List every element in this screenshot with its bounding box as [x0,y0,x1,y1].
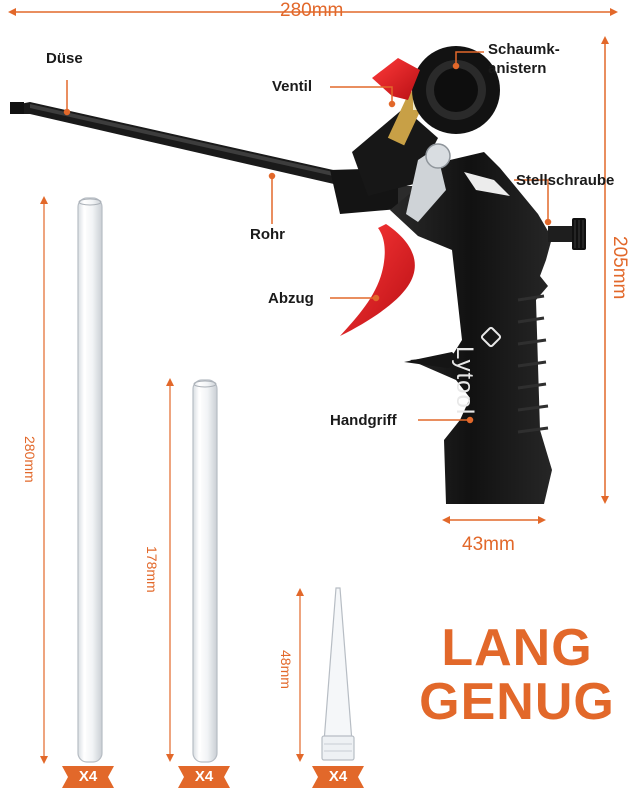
dimension-line-height [601,36,609,504]
badge-nozzle: X4 [310,766,366,788]
label-gun-height: 205mm [609,236,630,300]
dimension-line-nozzle [296,588,304,762]
label-abzug: Abzug [268,290,314,307]
badge-nozzle-text: X4 [328,768,348,785]
label-ventil: Ventil [272,78,313,95]
label-schaumkanister: Schaumk- anistern [488,41,560,77]
badge-tube-long: X4 [60,766,116,788]
brand-logo-text: Lytool [451,346,478,416]
label-handle-width: 43mm [462,534,515,555]
label-handgriff: Handgriff [330,412,397,429]
leader-lines [63,51,552,424]
dimension-line-length [8,8,618,16]
dimension-line-tube-long [40,196,48,764]
badge-tube-long-text: X4 [78,768,98,785]
dimension-line-handle [442,516,546,524]
nozzle-tip [321,587,355,761]
foam-gun [10,46,586,504]
extension-tube-long [77,197,103,763]
label-gun-length: 280mm [280,0,344,21]
badge-shape-long [62,766,114,788]
badge-tube-short-text: X4 [194,768,214,785]
badge-tube-short: X4 [176,766,232,788]
headline-line-2: GENUG [419,673,615,731]
label-tube-long: 280mm [22,436,38,483]
extension-tube-short [192,379,218,763]
label-stellschraube: Stellschraube [516,172,615,189]
label-duese: Düse [46,50,83,67]
headline-line-1: LANG [441,619,593,677]
label-tube-short: 178mm [144,546,160,593]
badge-shape-nozzle [312,766,364,788]
label-nozzle: 48mm [278,650,294,689]
badge-shape-short [178,766,230,788]
dimension-line-tube-short [166,378,174,762]
label-rohr: Rohr [250,226,285,243]
